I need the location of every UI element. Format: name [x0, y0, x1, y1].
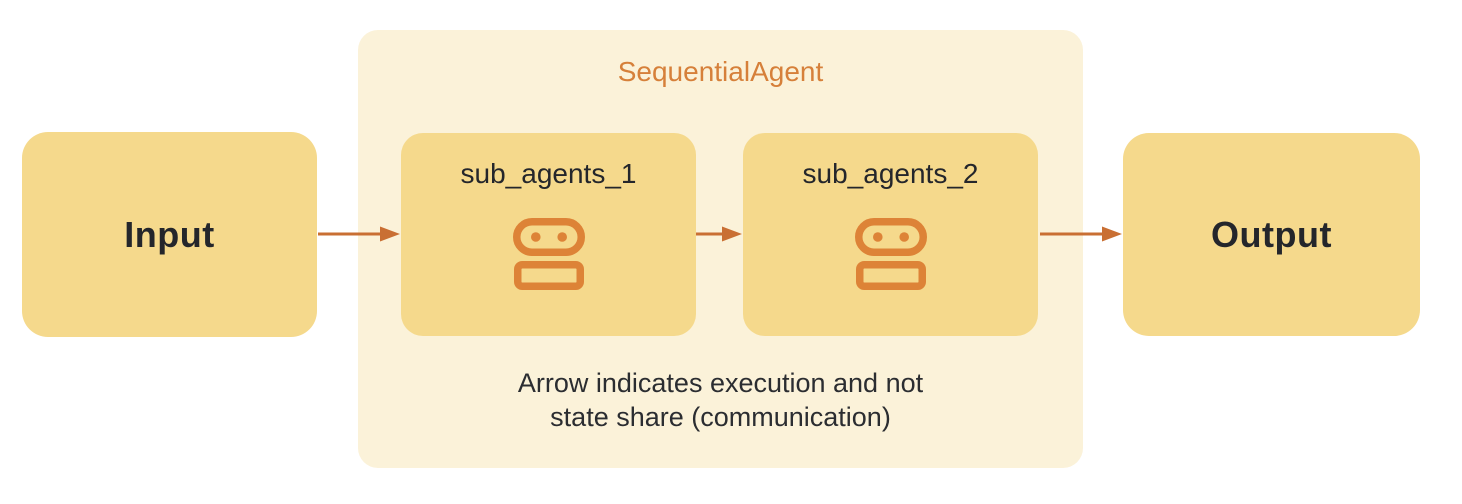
input-label: Input [124, 213, 215, 255]
input-node: Input [22, 132, 317, 337]
output-node: Output [1123, 133, 1420, 336]
caption-line-2: state share (communication) [550, 402, 891, 432]
caption: Arrow indicates execution and not state … [358, 366, 1083, 434]
output-label: Output [1211, 213, 1332, 255]
robot-icon [512, 218, 585, 290]
group-title: SequentialAgent [617, 56, 824, 87]
caption-line-1: Arrow indicates execution and not [517, 368, 924, 398]
sub-agent-1-label: sub_agents_1 [460, 158, 637, 189]
sub-agent-1-node: sub_agents_1 [401, 133, 696, 336]
arrowhead-icon [1102, 226, 1122, 242]
sub-agent-2-label: sub_agents_2 [802, 158, 979, 189]
robot-icon [854, 218, 927, 290]
sub-agent-2-node: sub_agents_2 [743, 133, 1038, 336]
sequential-agent-group: SequentialAgent sub_agents_1 sub_agents_… [358, 30, 1083, 468]
